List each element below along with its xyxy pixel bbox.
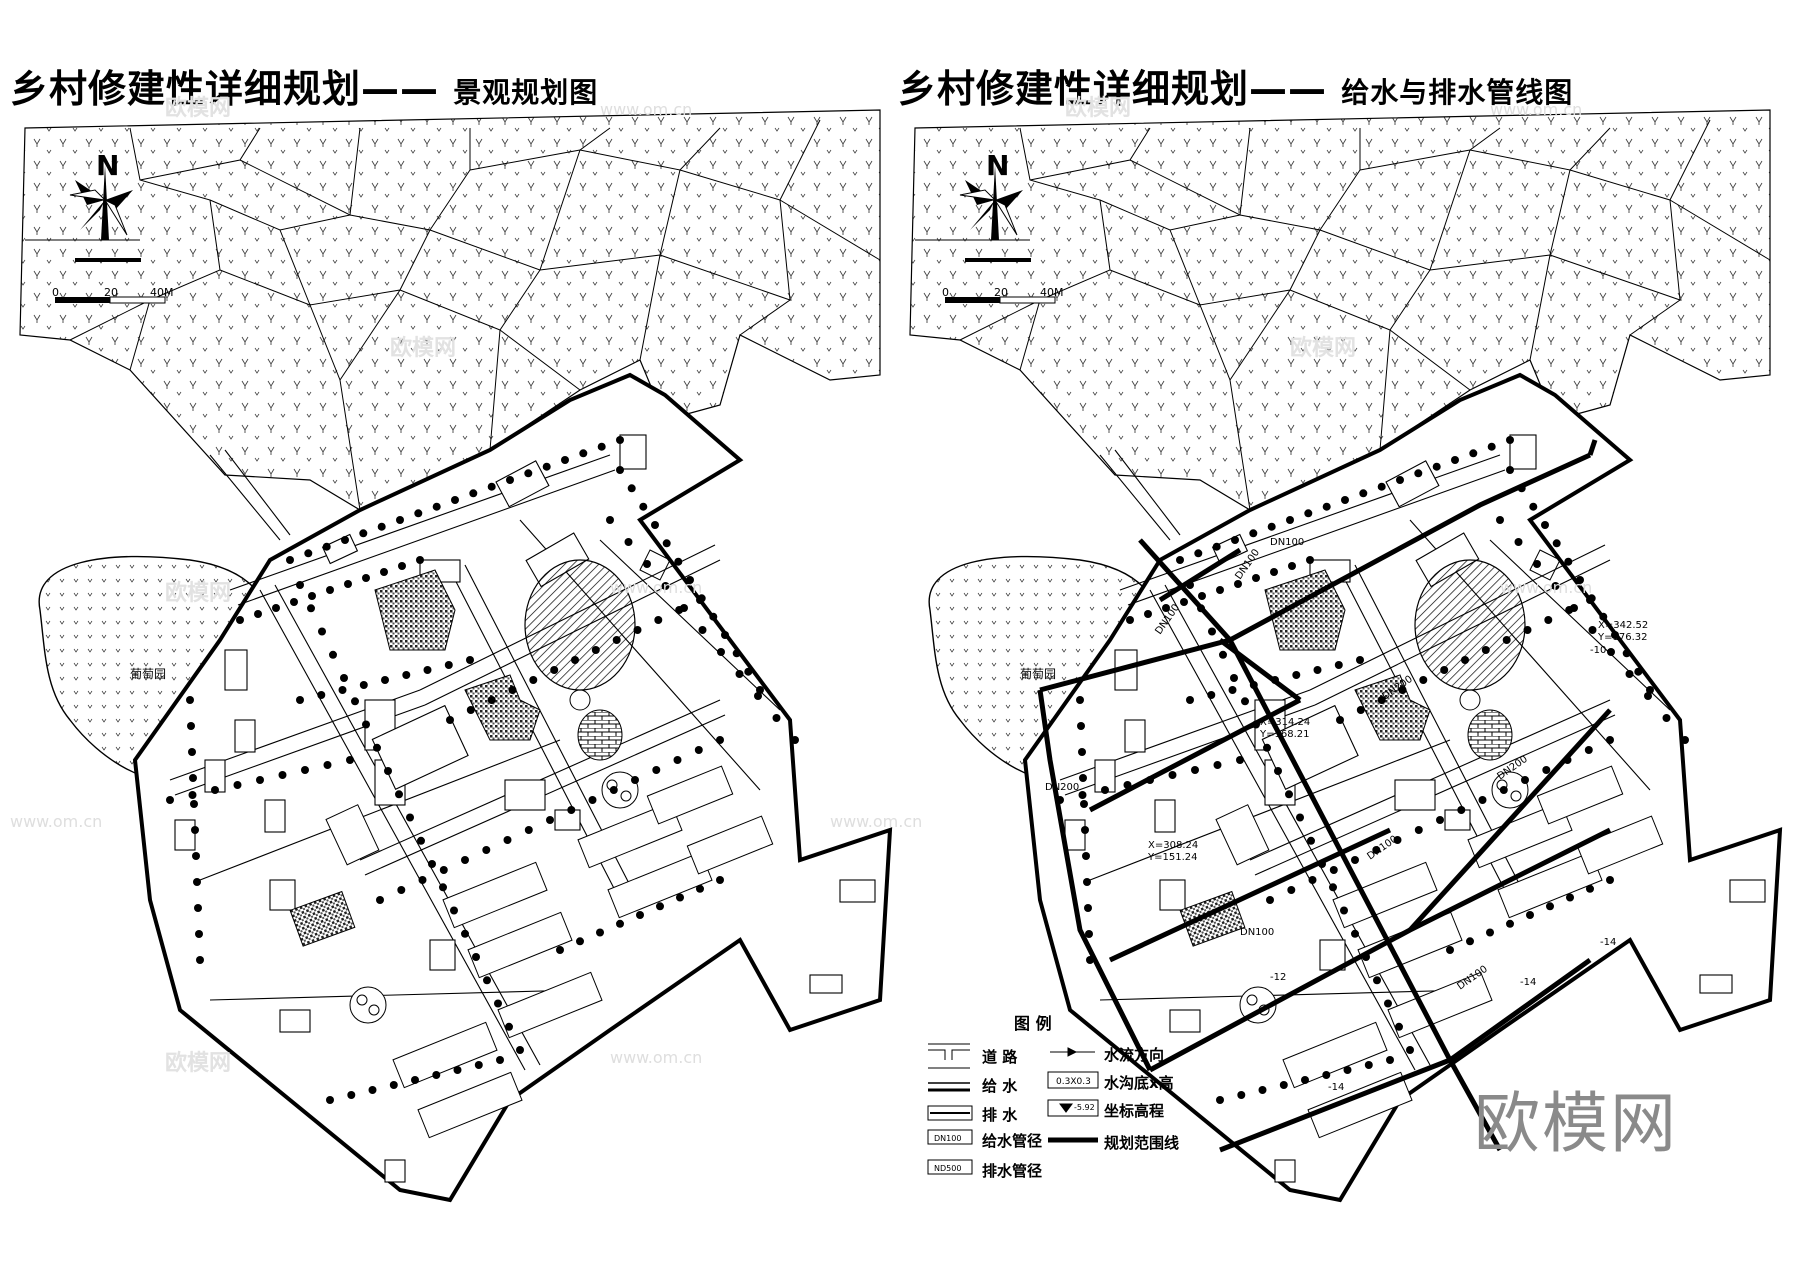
watermark-url: www.om.cn xyxy=(830,812,923,831)
pipe-label: DN100 xyxy=(1240,927,1274,938)
legend-symbol-text: ND500 xyxy=(934,1164,961,1173)
elevation-label: -14 xyxy=(1328,1082,1344,1093)
landscape-plan-map xyxy=(18,108,892,1202)
left-map-title: 乡村修建性详细规划—— 景观规划图 xyxy=(10,58,598,113)
watermark-url: www.om.cn xyxy=(1490,100,1583,119)
elevation-label: -10 xyxy=(1590,645,1606,656)
legend-item-coordinate: 坐标高程 xyxy=(1104,1102,1165,1120)
legend-symbol-text: 0.3X0.3 xyxy=(1056,1077,1091,1087)
right-title-main: 乡村修建性详细规划 xyxy=(898,67,1250,111)
north-arrow-icon xyxy=(945,165,1056,304)
elevation-label: X=308.24 xyxy=(1148,840,1198,851)
watermark-text: 欧模网 xyxy=(390,336,457,361)
scale-label-40: 40M xyxy=(1040,286,1064,299)
scale-label-20: 20 xyxy=(104,286,118,299)
elevation-label: Y=168.21 xyxy=(1259,729,1309,740)
elevation-label: Y=151.24 xyxy=(1147,852,1197,863)
watermark-text: 欧模网 xyxy=(1290,336,1357,361)
watermark-url: www.om.cn xyxy=(610,1048,703,1067)
vineyard-label: 葡萄园 xyxy=(1020,667,1056,681)
vineyard-label: 葡萄园 xyxy=(130,667,166,681)
legend-symbol-text: DN100 xyxy=(934,1134,961,1143)
watermark-text: 欧模网 xyxy=(165,1051,232,1076)
legend-symbols xyxy=(927,1043,1099,1175)
legend-item-ditch: 水沟底x高 xyxy=(1104,1074,1174,1092)
scale-label-0: 0 xyxy=(52,286,59,299)
legend-item-road: 道 路 xyxy=(982,1048,1018,1066)
watermark-url: www.om.cn xyxy=(10,812,103,831)
north-arrow-icon xyxy=(55,165,166,304)
elevation-label: -14 xyxy=(1520,977,1536,988)
watermark-text: 欧模网 xyxy=(165,96,232,121)
legend-item-drain-diameter: 排水管径 xyxy=(982,1162,1043,1180)
left-title-dash: —— xyxy=(361,67,440,111)
elevation-label: -14 xyxy=(1600,937,1616,948)
watermark-text: 欧模网 xyxy=(165,581,232,606)
pipe-label: DN100 xyxy=(1270,537,1304,548)
watermark-text: 欧模网 xyxy=(1065,96,1132,121)
watermark-url: www.om.cn xyxy=(1500,578,1593,597)
brand-logo: 欧模网 xyxy=(1474,1085,1678,1162)
legend-item-flow-direction: 水流方向 xyxy=(1104,1046,1165,1064)
scale-label-20: 20 xyxy=(994,286,1008,299)
elevation-label: Y=176.32 xyxy=(1597,632,1647,643)
legend-title: 图 例 xyxy=(1014,1014,1052,1033)
right-map-title: 乡村修建性详细规划—— 给水与排水管线图 xyxy=(898,58,1573,113)
left-title-main: 乡村修建性详细规划 xyxy=(10,67,362,111)
legend-item-boundary: 规划范围线 xyxy=(1104,1134,1180,1152)
legend-symbol-text: -5.92 xyxy=(1074,1103,1095,1112)
watermark-url: www.om.cn xyxy=(610,578,703,597)
north-label: N xyxy=(986,149,1009,182)
elevation-label: X=342.52 xyxy=(1598,620,1648,631)
pipe-network xyxy=(1037,439,1612,1153)
right-title-sub: 给水与排水管线图 xyxy=(1341,76,1574,109)
legend-item-drain: 排 水 xyxy=(982,1106,1018,1124)
elevation-label: -12 xyxy=(1270,972,1286,983)
watermark-url: www.om.cn xyxy=(600,100,693,119)
legend-item-supply-diameter: 给水管径 xyxy=(982,1132,1043,1150)
scale-label-40: 40M xyxy=(150,286,174,299)
scale-label-0: 0 xyxy=(942,286,949,299)
left-title-sub: 景观规划图 xyxy=(453,76,599,109)
pipeline-plan-map xyxy=(908,108,1782,1202)
legend-item-water-supply: 给 水 xyxy=(982,1077,1018,1095)
elevation-label: X=314.24 xyxy=(1260,717,1310,728)
right-title-dash: —— xyxy=(1249,67,1328,111)
north-label: N xyxy=(96,149,119,182)
pipe-label: DN200 xyxy=(1045,782,1079,793)
